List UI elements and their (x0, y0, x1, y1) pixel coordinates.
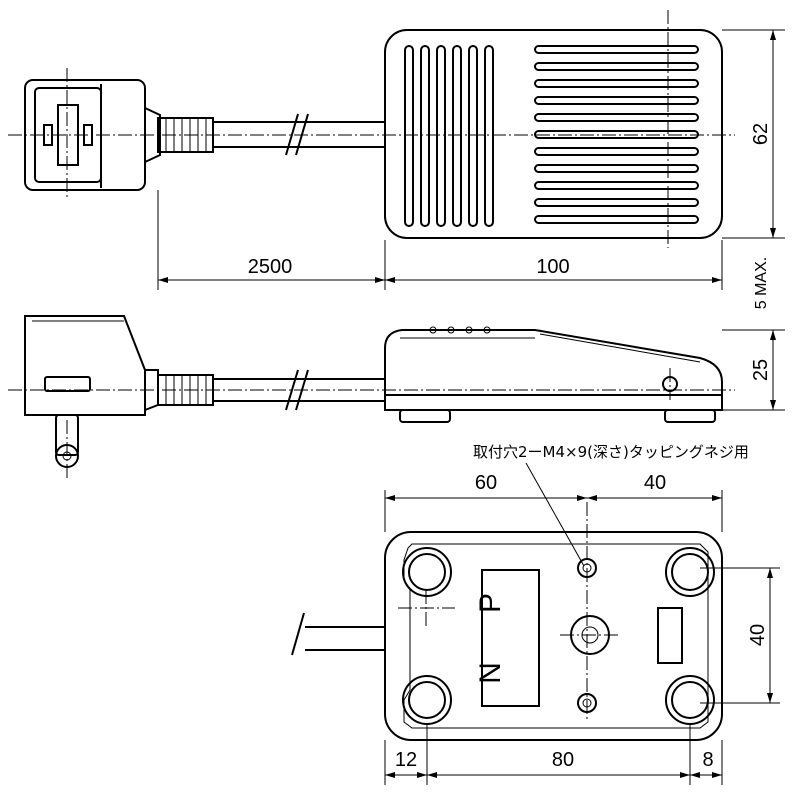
rubber-foot (402, 675, 452, 725)
polarity-p-label: P (474, 593, 507, 613)
dim-base-margin-right: 8 (702, 749, 713, 771)
base-slot (657, 607, 683, 664)
side-view (8, 315, 735, 478)
bottom-view-dimensions: 60 40 40 12 80 8 (384, 472, 780, 785)
dim-max-clearance: 5 MAX. (753, 257, 770, 309)
plug-side-view (24, 315, 159, 478)
dim-hole-spacing: 40 (747, 624, 769, 646)
cable-bottom (291, 612, 385, 656)
dim-pedal-length: 100 (536, 256, 569, 278)
top-view-dimensions: 2500 100 62 5 MAX. (157, 29, 785, 309)
bottom-view: P N (291, 502, 723, 741)
rubber-foot (665, 547, 715, 597)
rubber-foot (665, 675, 715, 725)
dim-hole-offset-left: 60 (475, 472, 497, 494)
dim-hole-offset-right: 40 (644, 472, 666, 494)
pedal-top-view (384, 29, 723, 239)
top-view (8, 10, 735, 248)
base-inner-rib (403, 543, 709, 729)
note-leader-line (525, 462, 585, 567)
base-outline (384, 531, 723, 741)
pedal-side-view (384, 326, 723, 423)
mounting-hole-note: 取付穴2ーM4×9(深さ)タッピングネジ用 (473, 443, 749, 461)
dim-base-margin-left: 12 (395, 749, 417, 771)
rubber-foot (402, 547, 452, 597)
dim-cord-length: 2500 (248, 256, 293, 278)
side-view-dimensions: 25 (722, 329, 785, 411)
dim-base-center: 80 (552, 749, 574, 771)
dim-height: 25 (750, 359, 772, 381)
dim-pedal-width: 62 (750, 123, 772, 145)
polarity-n-label: N (474, 662, 507, 684)
np-label-plate (481, 569, 540, 707)
